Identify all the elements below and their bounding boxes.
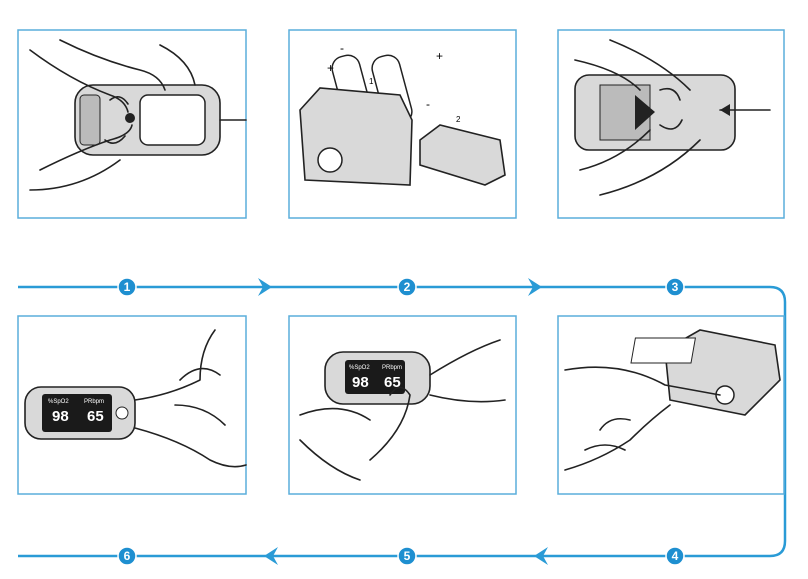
panel-step-4 [557,315,785,495]
plus-sign: + [327,61,334,75]
step-number: 6 [124,549,131,563]
spo2-label: %SpO2 [349,365,370,371]
step-number: 1 [124,280,131,294]
arrow-right-icon [258,278,272,296]
arrow-left-icon [264,547,278,565]
minus-sign: - [426,97,430,111]
step-badge-4: 4 [665,546,685,566]
spo2-value: 98 [352,374,369,391]
panel-step-6: %SpO2 PRbpm 98 65 [17,315,247,495]
plus-sign: + [436,49,443,63]
step-badge-3: 3 [665,277,685,297]
step-badge-5: 5 [397,546,417,566]
panel-step-1 [17,29,247,219]
pr-value: 65 [384,374,401,391]
minus-sign: - [340,41,344,55]
step-badge-6: 6 [117,546,137,566]
pr-label: PRbpm [382,365,402,371]
spo2-label: %SpO2 [48,399,69,405]
spo2-value: 98 [52,408,69,425]
arrow-right-icon [528,278,542,296]
step-number: 2 [404,280,411,294]
flow-line [18,278,787,565]
panel-step-2: + - + - 1 2 [288,29,517,219]
pr-label: PRbpm [84,399,104,405]
pr-value: 65 [87,408,104,425]
oximeter-display [42,394,112,432]
step-number: 3 [672,280,679,294]
arrow-left-icon [534,547,548,565]
step-badge-1: 1 [117,277,137,297]
step-number: 4 [672,549,679,563]
step-b-label: 2 [456,115,461,124]
panel-step-3 [557,29,785,219]
oximeter-display [345,360,405,394]
step-a-label: 1 [369,77,374,86]
panel-step-5: %SpO2 PRbpm 98 65 [288,315,517,495]
step-number: 5 [404,549,411,563]
step-badge-2: 2 [397,277,417,297]
